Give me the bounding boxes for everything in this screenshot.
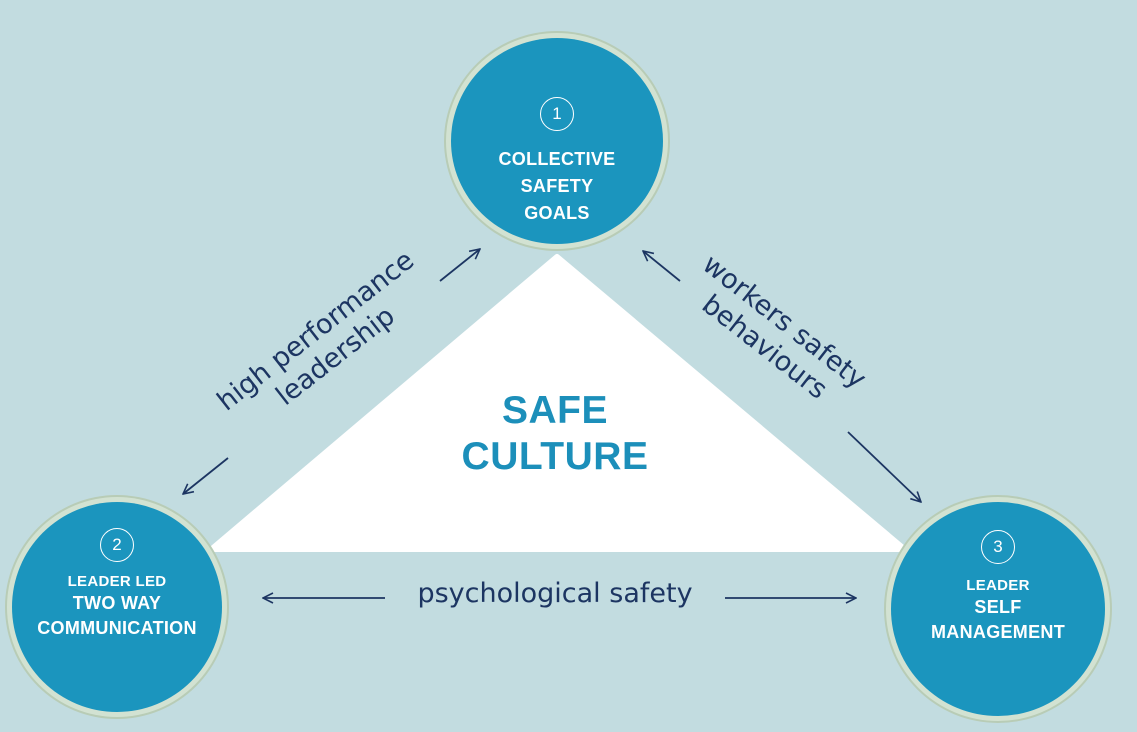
node-subtitle: LEADER: [966, 577, 1030, 594]
node-two-way-communication: 2 LEADER LED TWO WAY COMMUNICATION: [12, 502, 222, 712]
safe-culture-triangle: [209, 254, 907, 552]
node-title-line: GOALS: [524, 203, 590, 223]
arrow-left-upper: [439, 249, 480, 282]
node-subtitle: LEADER LED: [67, 573, 167, 590]
node-title: COLLECTIVE SAFETY GOALS: [451, 146, 663, 227]
node-title: LEADER LED TWO WAY COMMUNICATION: [12, 572, 222, 641]
arrow-right-upper: [643, 251, 681, 282]
arrow-left-lower: [183, 457, 229, 494]
node-leader-self-management: 3 LEADER SELF MANAGEMENT: [891, 502, 1105, 716]
center-label-line-1: SAFE: [501, 389, 608, 432]
node-title-line: TWO WAY: [72, 593, 162, 613]
node-title-line: SELF: [974, 597, 1022, 617]
center-label: SAFE CULTURE: [440, 388, 670, 480]
node-title: LEADER SELF MANAGEMENT: [891, 576, 1105, 645]
node-title-line: COLLECTIVE: [498, 149, 616, 169]
node-number-badge: 2: [100, 528, 134, 562]
edge-label-psychological-safety: psychological safety: [417, 578, 693, 609]
node-number-badge: 1: [540, 97, 574, 131]
node-title-line: MANAGEMENT: [931, 622, 1065, 642]
node-title-line: SAFETY: [520, 176, 594, 196]
node-collective-safety-goals: 1 COLLECTIVE SAFETY GOALS: [451, 38, 663, 244]
node-number-badge: 3: [981, 530, 1015, 564]
center-label-line-2: CULTURE: [461, 435, 649, 478]
node-title-line: COMMUNICATION: [37, 618, 197, 638]
arrow-right-lower: [847, 431, 921, 502]
